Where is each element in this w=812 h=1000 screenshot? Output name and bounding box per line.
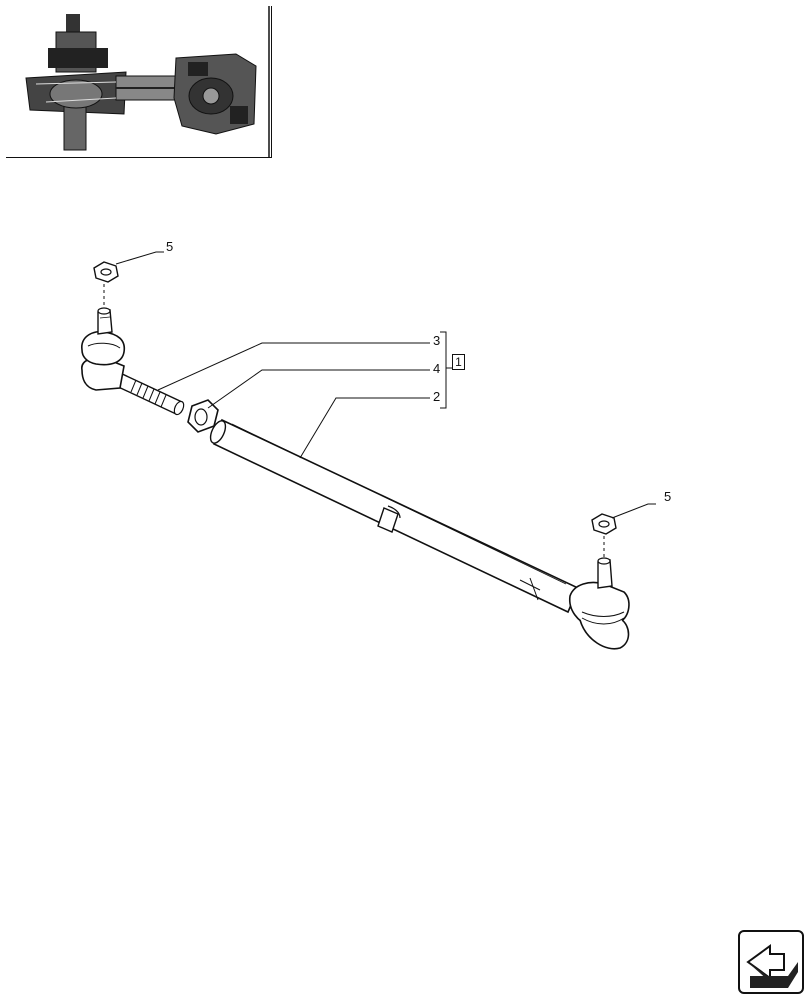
castle-nut-left (93, 261, 119, 308)
axle-overview-icon (25, 6, 270, 158)
callout-clamp: 4 (433, 361, 441, 376)
callout-nut-right: 5 (664, 489, 672, 504)
castle-nut-right (591, 513, 617, 558)
next-page-arrow-icon (746, 944, 798, 988)
tie-rod-tube (209, 418, 580, 614)
axle-overview-thumbnail (6, 6, 272, 158)
next-page-button[interactable] (738, 930, 804, 994)
clamp-nut (187, 399, 219, 433)
leader-lines (115, 251, 656, 519)
callout-tie-rod-end: 3 (433, 333, 441, 348)
tie-rod-end-left (81, 307, 185, 416)
tie-rod-end-right (568, 557, 630, 650)
callout-assembly-box: 1 (452, 354, 465, 370)
callout-nut-left: 5 (166, 239, 174, 254)
callout-tube: 2 (433, 389, 441, 404)
